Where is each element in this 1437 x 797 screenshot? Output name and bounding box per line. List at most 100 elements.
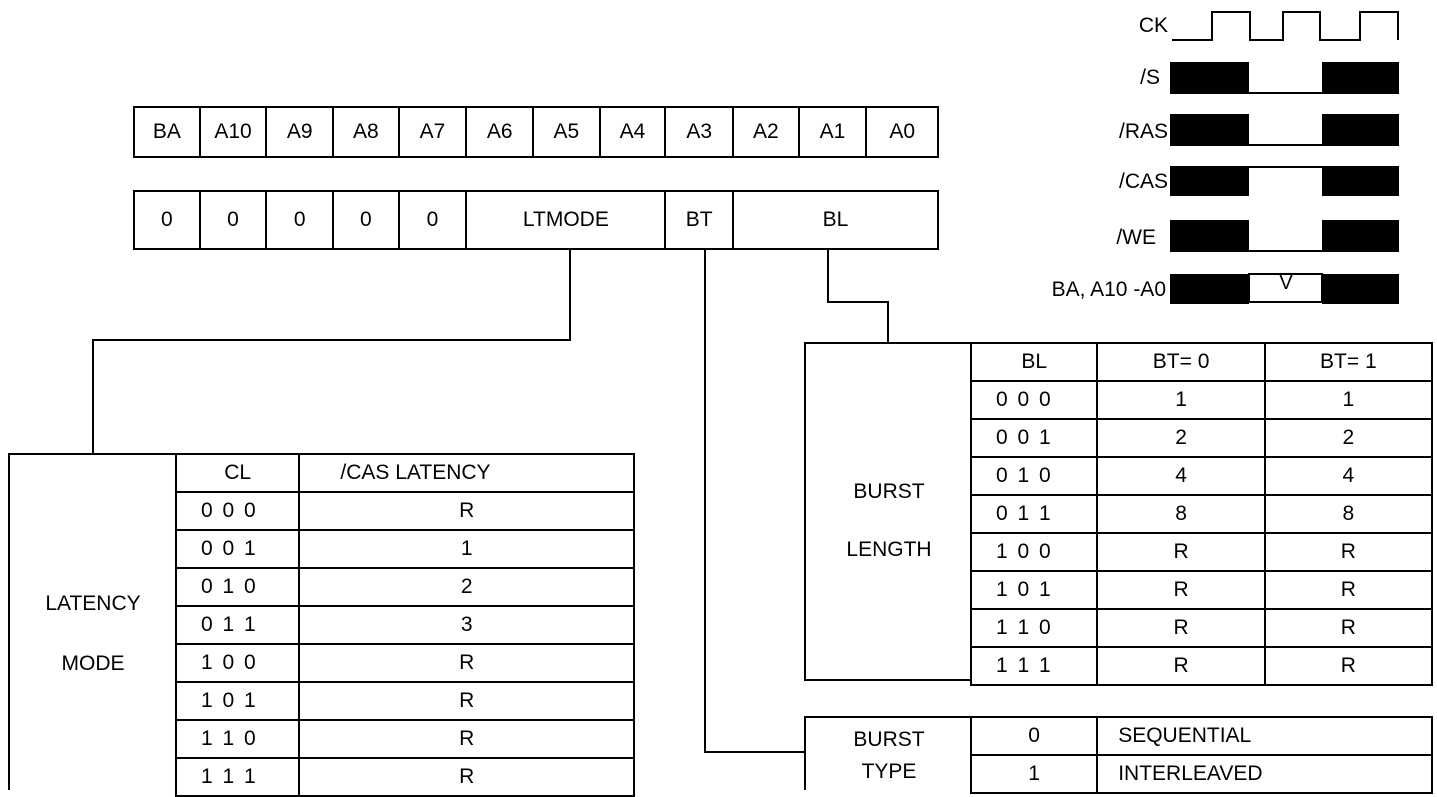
latency-cell: R	[298, 491, 635, 531]
zero-bit-cell: 0	[135, 192, 201, 248]
cl-cell: 0 0 0	[174, 491, 301, 531]
bl-cell: 0 0 1	[969, 418, 1099, 458]
latency-cell: R	[298, 719, 635, 759]
address-bit-row: BA A10 A9 A8 A7 A6 A5 A4 A3 A2 A1 A0	[133, 106, 939, 158]
cas-waveform	[1170, 166, 1399, 196]
burst-type-bit-cell: 0	[969, 716, 1099, 756]
address-bit-cell: A3	[666, 108, 735, 156]
zero-bit-cell: 0	[334, 192, 400, 248]
bt0-header: BT= 0	[1096, 342, 1266, 382]
cas-label: /CAS	[1118, 170, 1168, 193]
bt1-cell: 2	[1263, 418, 1434, 458]
bl-cell: 0 1 0	[969, 456, 1099, 496]
table-row: 1 INTERLEAVED	[969, 754, 1433, 794]
bt0-cell: R	[1096, 608, 1266, 648]
cl-cell: 1 0 1	[174, 681, 301, 721]
cl-cell: 1 1 1	[174, 757, 301, 797]
burst-length-label-line2: LENGTH	[846, 538, 932, 561]
bl-header: BL	[969, 342, 1099, 382]
ck-waveform	[1172, 11, 1399, 41]
we-label: /WE	[1116, 226, 1156, 249]
burst-length-box	[804, 342, 972, 681]
cl-cell: 0 1 0	[174, 567, 301, 607]
burst-type-cell: SEQUENTIAL	[1096, 716, 1433, 756]
cl-header: CL	[174, 453, 301, 493]
bt0-cell: 1	[1096, 380, 1266, 420]
zero-bit-cell: 0	[400, 192, 468, 248]
latency-cell: R	[298, 643, 635, 683]
bt1-header: BT= 1	[1263, 342, 1434, 382]
cl-cell: 0 1 1	[174, 605, 301, 645]
burst-type-bit-cell: 1	[969, 754, 1099, 794]
timing-waveforms	[1170, 11, 1399, 304]
bl-cell: 1 0 1	[969, 570, 1099, 610]
bt1-cell: 4	[1263, 456, 1434, 496]
s-label: /S	[1140, 66, 1160, 89]
bt1-cell: R	[1263, 646, 1434, 686]
bt0-cell: 2	[1096, 418, 1266, 458]
bt1-cell: R	[1263, 532, 1434, 572]
zero-bit-cell: 0	[267, 192, 335, 248]
latency-cell: R	[298, 757, 635, 797]
address-bit-cell: A10	[201, 108, 268, 156]
burst-length-header-row: BL BT= 0 BT= 1	[969, 342, 1434, 382]
bl-cell: 1 0 0	[969, 532, 1099, 572]
bl-cell: 1 1 1	[969, 646, 1099, 686]
bl-cell: 0 1 1	[969, 494, 1099, 534]
bt1-cell: R	[1263, 608, 1434, 648]
cl-cell: 1 0 0	[174, 643, 301, 683]
bt0-cell: R	[1096, 532, 1266, 572]
latency-cell: 3	[298, 605, 635, 645]
latency-mode-label-line2: MODE	[61, 652, 125, 675]
latency-mode-label-line1: LATENCY	[45, 592, 141, 615]
burst-type-table: 0 SEQUENTIAL 1 INTERLEAVED	[969, 716, 1433, 794]
bt0-cell: 8	[1096, 494, 1266, 534]
burst-type-cell: INTERLEAVED	[1096, 754, 1433, 794]
bt-connector	[704, 249, 805, 753]
address-bit-cell: A0	[889, 120, 915, 143]
address-bit-cell: A5	[534, 108, 601, 156]
bl-cell: 0 0 0	[969, 380, 1099, 420]
cl-cell: 0 0 1	[174, 529, 301, 569]
address-bit-cell: A4	[601, 108, 667, 156]
burst-type-box	[804, 716, 972, 790]
we-waveform	[1170, 220, 1399, 252]
bt0-cell: R	[1096, 646, 1266, 686]
bt1-cell: 1	[1263, 380, 1434, 420]
table-row: 0 SEQUENTIAL	[969, 716, 1433, 756]
bt1-cell: R	[1263, 570, 1434, 610]
latency-cell: R	[298, 681, 635, 721]
bt0-cell: 4	[1096, 456, 1266, 496]
ras-label: /RAS	[1118, 120, 1168, 143]
cas-latency-header: /CAS LATENCY	[298, 453, 635, 493]
s-waveform	[1170, 62, 1399, 94]
bt1-cell: 8	[1263, 494, 1434, 534]
burst-type-label-line2: TYPE	[861, 760, 917, 783]
address-bit-cell: A7	[400, 108, 468, 156]
burst-type-label-line1: BURST	[853, 728, 925, 751]
valid-label: V	[1279, 272, 1293, 294]
bt0-cell: R	[1096, 570, 1266, 610]
bt-field: BT	[666, 192, 735, 248]
addr-waveform	[1170, 273, 1399, 304]
latency-mode-box	[8, 453, 176, 790]
zero-bit-cell: 0	[201, 192, 268, 248]
